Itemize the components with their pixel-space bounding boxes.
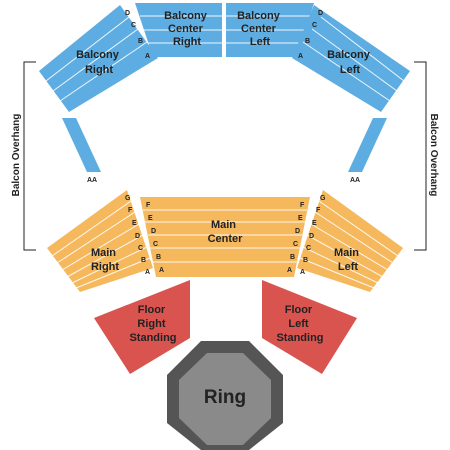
overhang-label-left: Balcon Overhang (11, 114, 22, 197)
balcony-left-row-c: C (312, 22, 317, 29)
main-center-row-a-left: A (159, 267, 164, 274)
main-center-row-c-right: C (293, 241, 298, 248)
balcony-right-label: Balcony Right (76, 49, 122, 76)
main-left-label-line1: Main (334, 247, 359, 259)
balcony-right-label-line1: Balcony (76, 49, 120, 61)
floor-right-label: Floor Right Standing (129, 304, 176, 344)
overhang-bracket-left (23, 61, 36, 251)
balcony-aa-right-label: AA (87, 177, 97, 184)
main-center-row-f-right: F (300, 202, 305, 209)
main-center-row-d-left: D (151, 228, 156, 235)
main-right-row-c: C (138, 245, 143, 252)
section-balcony-center-left[interactable]: Balcony Center Left (226, 3, 314, 57)
balcony-center-left-label-line1: Balcony (237, 10, 281, 22)
balcony-right-row-d: D (125, 10, 130, 17)
balcony-center-left-row-lines (226, 15, 310, 44)
balcony-left-label: Balcony Left (327, 49, 373, 76)
balcony-right-row-c: C (131, 22, 136, 29)
section-balcony-center-right[interactable]: Balcony Center Right (135, 3, 222, 57)
main-center-label-line1: Main (211, 219, 236, 231)
main-right-row-lines (51, 200, 151, 289)
floor-right-label-line2: Right (137, 318, 165, 330)
floor-left-label: Floor Left Standing (276, 304, 323, 344)
balcony-left-row-a: A (298, 53, 303, 60)
floor-left-label-line2: Left (288, 318, 309, 330)
section-floor-right-standing[interactable]: Floor Right Standing (94, 280, 190, 374)
overhang-label-right: Balcon Overhang (428, 114, 439, 197)
main-left-row-b: B (303, 257, 308, 264)
balcony-right-row-b: B (138, 38, 143, 45)
balcony-center-right-label-line1: Balcony (164, 10, 208, 22)
main-right-label-line1: Main (91, 247, 116, 259)
balcony-right-row-lines (45, 16, 148, 102)
floor-left-label-line3: Standing (276, 332, 323, 344)
main-center-row-e-left: E (148, 215, 153, 222)
floor-left-label-line1: Floor (285, 304, 313, 316)
section-balcony-aa-left[interactable]: AA (348, 118, 387, 184)
main-left-row-f: F (316, 207, 321, 214)
section-balcony-aa-right[interactable]: AA (62, 118, 101, 184)
main-left-row-d: D (309, 233, 314, 240)
floor-right-label-line1: Floor (138, 304, 166, 316)
balcony-left-row-b: B (305, 38, 310, 45)
main-left-label: Main Left (334, 247, 362, 273)
balcony-right-row-a: A (145, 53, 150, 60)
main-right-row-f: F (128, 207, 133, 214)
main-center-row-d-right: D (295, 228, 300, 235)
main-center-row-b-right: B (290, 254, 295, 261)
main-left-label-line2: Left (338, 261, 359, 273)
section-balcony-right[interactable]: Balcony Right D C B A (39, 5, 158, 112)
main-center-row-f-left: F (146, 202, 151, 209)
main-left-row-a: A (300, 269, 305, 276)
balcony-left-label-line1: Balcony (327, 49, 371, 61)
main-left-row-c: C (306, 245, 311, 252)
balcony-aa-left-label: AA (350, 177, 360, 184)
main-right-row-d: D (135, 233, 140, 240)
main-left-row-lines (299, 200, 399, 289)
overhang-bracket-right (414, 61, 427, 251)
balcony-left-label-line2: Left (340, 64, 361, 76)
main-right-label: Main Right (91, 247, 119, 273)
balcony-right-label-line2: Right (85, 64, 113, 76)
main-center-row-c-left: C (153, 241, 158, 248)
balcony-center-right-label: Balcony Center Right (164, 10, 210, 48)
main-center-row-e-right: E (298, 215, 303, 222)
main-right-row-e: E (132, 220, 137, 227)
balcony-left-row-lines (302, 16, 405, 102)
main-center-label: Main Center (208, 219, 244, 245)
main-left-row-g: G (320, 195, 326, 202)
balcony-center-left-label-line3: Left (250, 36, 271, 48)
main-left-row-e: E (312, 220, 317, 227)
balcony-center-right-label-line3: Right (173, 36, 201, 48)
section-main-right[interactable]: Main Right G F E D C B A (47, 190, 153, 292)
main-center-row-lines (143, 209, 307, 263)
section-main-center[interactable]: Main Center F E D C B A F E D C B A (140, 197, 310, 277)
section-balcony-left[interactable]: Balcony Left D C B A (292, 5, 410, 112)
ring-label: Ring (204, 387, 246, 408)
balcony-center-right-row-lines (140, 15, 222, 44)
main-right-row-a: A (145, 269, 150, 276)
main-right-label-line2: Right (91, 261, 119, 273)
main-right-row-b: B (141, 257, 146, 264)
main-center-row-a-right: A (287, 267, 292, 274)
balcony-left-row-d: D (318, 10, 323, 17)
section-floor-left-standing[interactable]: Floor Left Standing (262, 280, 357, 374)
main-center-row-b-left: B (156, 254, 161, 261)
floor-right-label-line3: Standing (129, 332, 176, 344)
section-main-left[interactable]: Main Left G F E D C B A (297, 190, 403, 292)
balcony-center-left-label-line2: Center (241, 23, 277, 35)
balcony-center-left-label: Balcony Center Left (237, 10, 283, 48)
main-center-label-line2: Center (208, 233, 244, 245)
balcony-center-right-label-line2: Center (168, 23, 204, 35)
section-ring[interactable]: Ring (167, 341, 283, 450)
main-right-row-g: G (125, 195, 131, 202)
